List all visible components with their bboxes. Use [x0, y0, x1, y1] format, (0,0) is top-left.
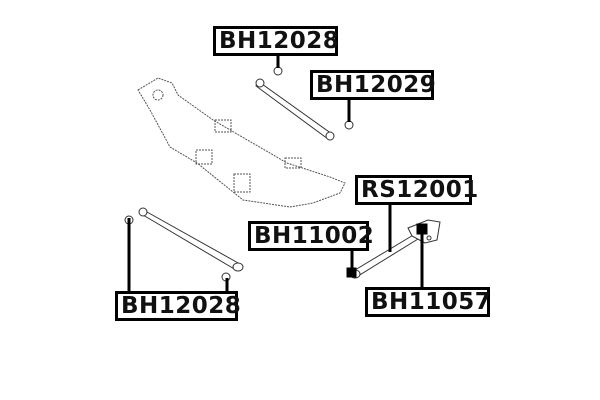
- bushing: [344, 120, 354, 130]
- part-label-bh12029: BH12029: [310, 70, 436, 100]
- part-label-bh12028-top: BH12028: [213, 26, 339, 56]
- part-label-bh11057: BH11057: [365, 287, 491, 317]
- subframe-bracket: [214, 119, 232, 133]
- upper-arm-end: [325, 131, 335, 141]
- part-label-bh12028-bottom: BH12028: [115, 291, 241, 321]
- subframe-bracket: [284, 157, 302, 169]
- upper-arm-end: [255, 78, 265, 88]
- bushing: [273, 66, 283, 76]
- subframe-mount: [152, 89, 164, 101]
- lower-arm-end: [232, 262, 244, 272]
- subframe-bracket: [195, 149, 213, 165]
- subframe: [137, 77, 346, 208]
- part-label-rs12001: RS12001: [355, 175, 478, 205]
- lower-arm-end: [138, 207, 148, 217]
- subframe-bracket: [233, 173, 251, 193]
- bolt: [426, 235, 432, 241]
- leader-marker: [346, 267, 357, 278]
- part-label-bh11002: BH11002: [248, 221, 374, 251]
- leader-marker: [416, 223, 428, 235]
- lower-arm: [141, 208, 241, 271]
